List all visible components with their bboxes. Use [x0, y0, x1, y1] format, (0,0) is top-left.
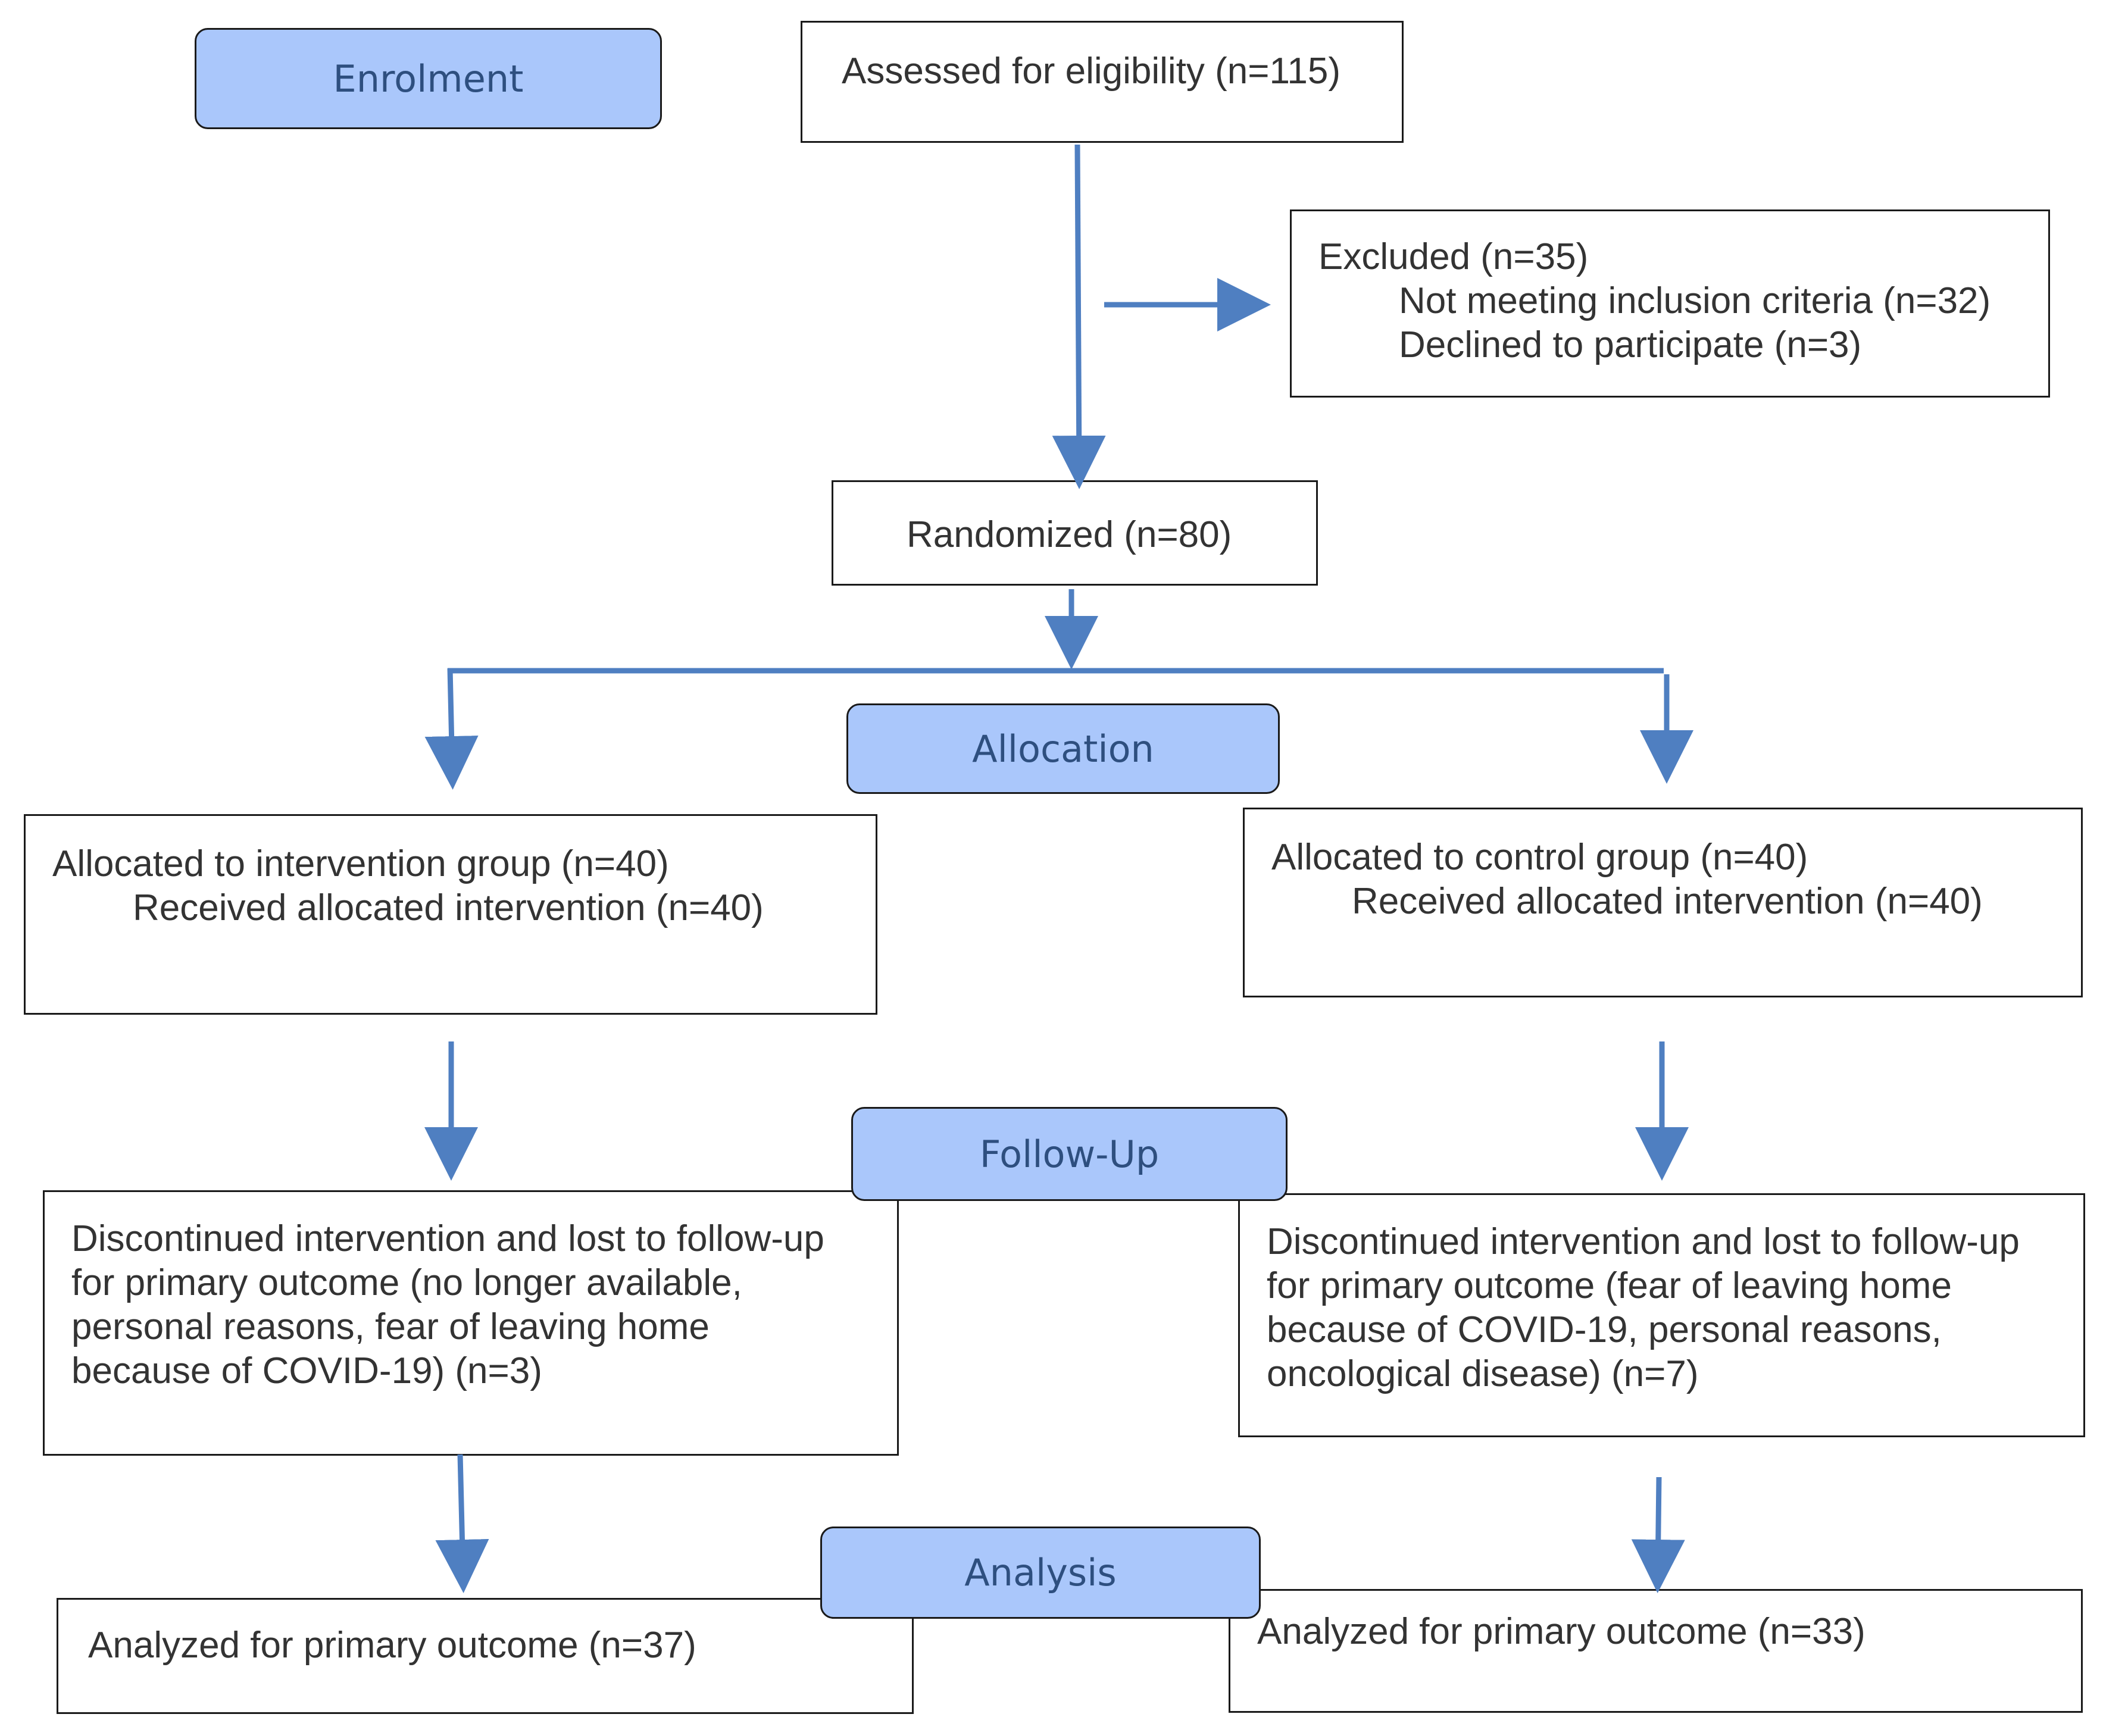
intervention-analyzed-text: Analyzed for primary outcome (n=37) — [88, 1625, 696, 1666]
stage-analysis: Analysis — [820, 1527, 1261, 1619]
intervention-discontinued-line-3: personal reasons, fear of leaving home — [71, 1306, 710, 1347]
control-analyzed-text: Analyzed for primary outcome (n=33) — [1257, 1611, 1865, 1652]
control-discontinued-line-4: oncological disease) (n=7) — [1267, 1353, 1699, 1394]
intervention-discontinued-line-2: for primary outcome (no longer available… — [71, 1262, 742, 1303]
excluded-box: Excluded (n=35) Not meeting inclusion cr… — [1290, 209, 2050, 398]
randomized-box: Randomized (n=80) — [832, 480, 1318, 586]
stage-enrolment-label: Enrolment — [333, 57, 524, 101]
intervention-received-text: Received allocated intervention (n=40) — [133, 887, 764, 928]
arrow-control-analysis — [1631, 1477, 1685, 1593]
excluded-reason-declined: Declined to participate (n=3) — [1399, 324, 1862, 365]
control-discontinued-line-1: Discontinued intervention and lost to fo… — [1267, 1221, 2020, 1262]
control-received-text: Received allocated intervention (n=40) — [1352, 881, 1983, 922]
stage-allocation-label: Allocation — [972, 727, 1154, 771]
assessed-box: Assessed for eligibility (n=115) — [801, 21, 1404, 143]
randomized-text: Randomized (n=80) — [907, 514, 1232, 555]
control-discontinued-box: Discontinued intervention and lost to fo… — [1238, 1193, 2085, 1437]
stage-allocation: Allocation — [846, 703, 1280, 794]
arrow-intervention-analysis — [435, 1454, 489, 1593]
intervention-discontinued-line-4: because of COVID-19) (n=3) — [71, 1350, 542, 1391]
control-discontinued-line-2: for primary outcome (fear of leaving hom… — [1267, 1265, 1952, 1306]
assessed-text: Assessed for eligibility (n=115) — [842, 51, 1340, 92]
intervention-analyzed-box: Analyzed for primary outcome (n=37) — [57, 1598, 914, 1714]
control-allocated-box: Allocated to control group (n=40) Receiv… — [1243, 808, 2083, 997]
excluded-reason-criteria: Not meeting inclusion criteria (n=32) — [1399, 280, 1991, 321]
intervention-discontinued-box: Discontinued intervention and lost to fo… — [43, 1190, 899, 1456]
stage-analysis-label: Analysis — [964, 1551, 1117, 1594]
arrow-assessed-to-randomized — [1052, 144, 1106, 489]
control-discontinued-line-3: because of COVID-19, personal reasons, — [1267, 1309, 1942, 1350]
intervention-discontinued-line-1: Discontinued intervention and lost to fo… — [71, 1218, 824, 1259]
excluded-title: Excluded (n=35) — [1318, 236, 1589, 277]
intervention-allocated-box: Allocated to intervention group (n=40) R… — [24, 814, 877, 1015]
stage-enrolment: Enrolment — [195, 28, 662, 129]
intervention-allocated-text: Allocated to intervention group (n=40) — [52, 843, 669, 884]
arrow-split-left — [424, 668, 479, 790]
control-analyzed-box: Analyzed for primary outcome (n=33) — [1229, 1589, 2083, 1713]
stage-follow-up: Follow-Up — [851, 1107, 1288, 1201]
stage-follow-up-label: Follow-Up — [979, 1132, 1160, 1176]
control-allocated-text: Allocated to control group (n=40) — [1271, 837, 1808, 878]
